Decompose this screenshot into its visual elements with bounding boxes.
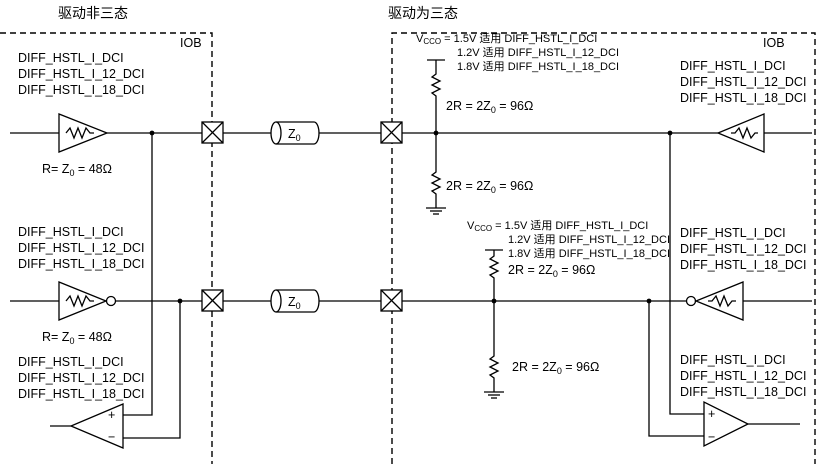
right-receiver-minus-wire	[648, 301, 704, 437]
right-top-standard-2: DIFF_HSTL_I_12_DCI	[680, 75, 806, 89]
top-tline-inner-arc	[275, 121, 282, 145]
left-mid-standard-1: DIFF_HSTL_I_DCI	[18, 225, 124, 239]
bottom-right-pad-cross-b	[380, 289, 403, 312]
bottom-left-inversion-bubble	[105, 295, 117, 307]
bottom-transmission-line	[270, 289, 320, 313]
left-receiver-minus-wire	[123, 301, 181, 439]
left-receiver-plus-junction	[149, 130, 155, 136]
left-differential-receiver	[69, 403, 124, 449]
title-driver-tristate: 驱动为三态	[388, 5, 458, 21]
bottom-left-driver-impedance-label: R= Z0 = 48Ω	[42, 330, 112, 346]
left-receiver-minus-sign: −	[108, 430, 115, 444]
bottom-vcco-line2: 1.2V 适用 DIFF_HSTL_I_12_DCI	[508, 233, 670, 246]
bottom-pulldown-resistor-label: 2R = 2Z0 = 96Ω	[512, 360, 599, 376]
right-receiver-plus-sign: +	[708, 407, 715, 421]
bottom-pullup-resistor-label: 2R = 2Z0 = 96Ω	[508, 263, 595, 279]
right-bottom-standard-2: DIFF_HSTL_I_12_DCI	[680, 369, 806, 383]
right-iob-boundary	[391, 32, 816, 464]
bottom-left-driver-buffer	[58, 281, 108, 321]
right-mid-standard-1: DIFF_HSTL_I_DCI	[680, 226, 786, 240]
right-bottom-standard-1: DIFF_HSTL_I_DCI	[680, 353, 786, 367]
right-mid-standard-3: DIFF_HSTL_I_18_DCI	[680, 258, 806, 272]
top-pullup-resistor-label: 2R = 2Z0 = 96Ω	[446, 99, 533, 115]
right-iob-label: IOB	[763, 36, 785, 50]
left-iob-label: IOB	[180, 36, 202, 50]
top-pullup-resistor	[430, 60, 442, 133]
bottom-pullup-resistor	[488, 250, 500, 301]
bottom-left-pad-cross-b	[201, 289, 224, 312]
left-receiver-plus-sign: +	[108, 408, 115, 422]
top-right-driver-resistor	[731, 126, 758, 140]
bottom-tline-inner-arc	[275, 289, 282, 313]
top-vcco-line1: VCCO = 1.5V 适用 DIFF_HSTL_I_DCI	[416, 32, 597, 46]
top-tline-z0-label: Z0	[288, 127, 301, 143]
left-bottom-standard-2: DIFF_HSTL_I_12_DCI	[18, 371, 144, 385]
top-left-driver-impedance-label: R= Z0 = 48Ω	[42, 162, 112, 178]
right-mid-standard-2: DIFF_HSTL_I_12_DCI	[680, 242, 806, 256]
right-bottom-standard-3: DIFF_HSTL_I_18_DCI	[680, 385, 806, 399]
left-iob-boundary	[0, 32, 213, 464]
left-top-standard-3: DIFF_HSTL_I_18_DCI	[18, 83, 144, 97]
bottom-right-driver-resistor	[708, 294, 736, 308]
left-mid-standard-2: DIFF_HSTL_I_12_DCI	[18, 241, 144, 255]
top-vcco-line3: 1.8V 适用 DIFF_HSTL_I_18_DCI	[457, 60, 619, 73]
left-top-standard-2: DIFF_HSTL_I_12_DCI	[18, 67, 144, 81]
bottom-pulldown-resistor	[488, 301, 500, 392]
bottom-vcco-line1: VCCO = 1.5V 适用 DIFF_HSTL_I_DCI	[467, 219, 648, 233]
title-driver-not-tristate: 驱动非三态	[58, 5, 128, 21]
top-right-pad-cross-b	[380, 121, 403, 144]
top-left-driver-buffer	[58, 113, 109, 153]
top-left-pad-cross-b	[201, 121, 224, 144]
top-vcco-line2: 1.2V 适用 DIFF_HSTL_I_12_DCI	[457, 46, 619, 59]
left-receiver-plus-wire	[123, 133, 153, 416]
right-top-standard-1: DIFF_HSTL_I_DCI	[680, 59, 786, 73]
top-transmission-line	[270, 121, 320, 145]
top-pulldown-resistor	[430, 133, 442, 208]
bottom-tline-z0-label: Z0	[288, 295, 301, 311]
top-pulldown-resistor-label: 2R = 2Z0 = 96Ω	[446, 179, 533, 195]
left-bottom-standard-3: DIFF_HSTL_I_18_DCI	[18, 387, 144, 401]
bottom-left-driver-resistor	[65, 294, 94, 308]
right-receiver-plus-wire	[669, 133, 704, 415]
bottom-right-inversion-bubble	[685, 295, 697, 307]
right-top-standard-3: DIFF_HSTL_I_18_DCI	[680, 91, 806, 105]
left-top-standard-1: DIFF_HSTL_I_DCI	[18, 51, 124, 65]
top-left-driver-resistor	[65, 126, 94, 140]
left-bottom-standard-1: DIFF_HSTL_I_DCI	[18, 355, 124, 369]
left-mid-standard-3: DIFF_HSTL_I_18_DCI	[18, 257, 144, 271]
right-receiver-minus-sign: −	[708, 430, 715, 444]
right-differential-receiver	[703, 400, 750, 448]
bottom-vcco-line3: 1.8V 适用 DIFF_HSTL_I_18_DCI	[508, 247, 670, 260]
